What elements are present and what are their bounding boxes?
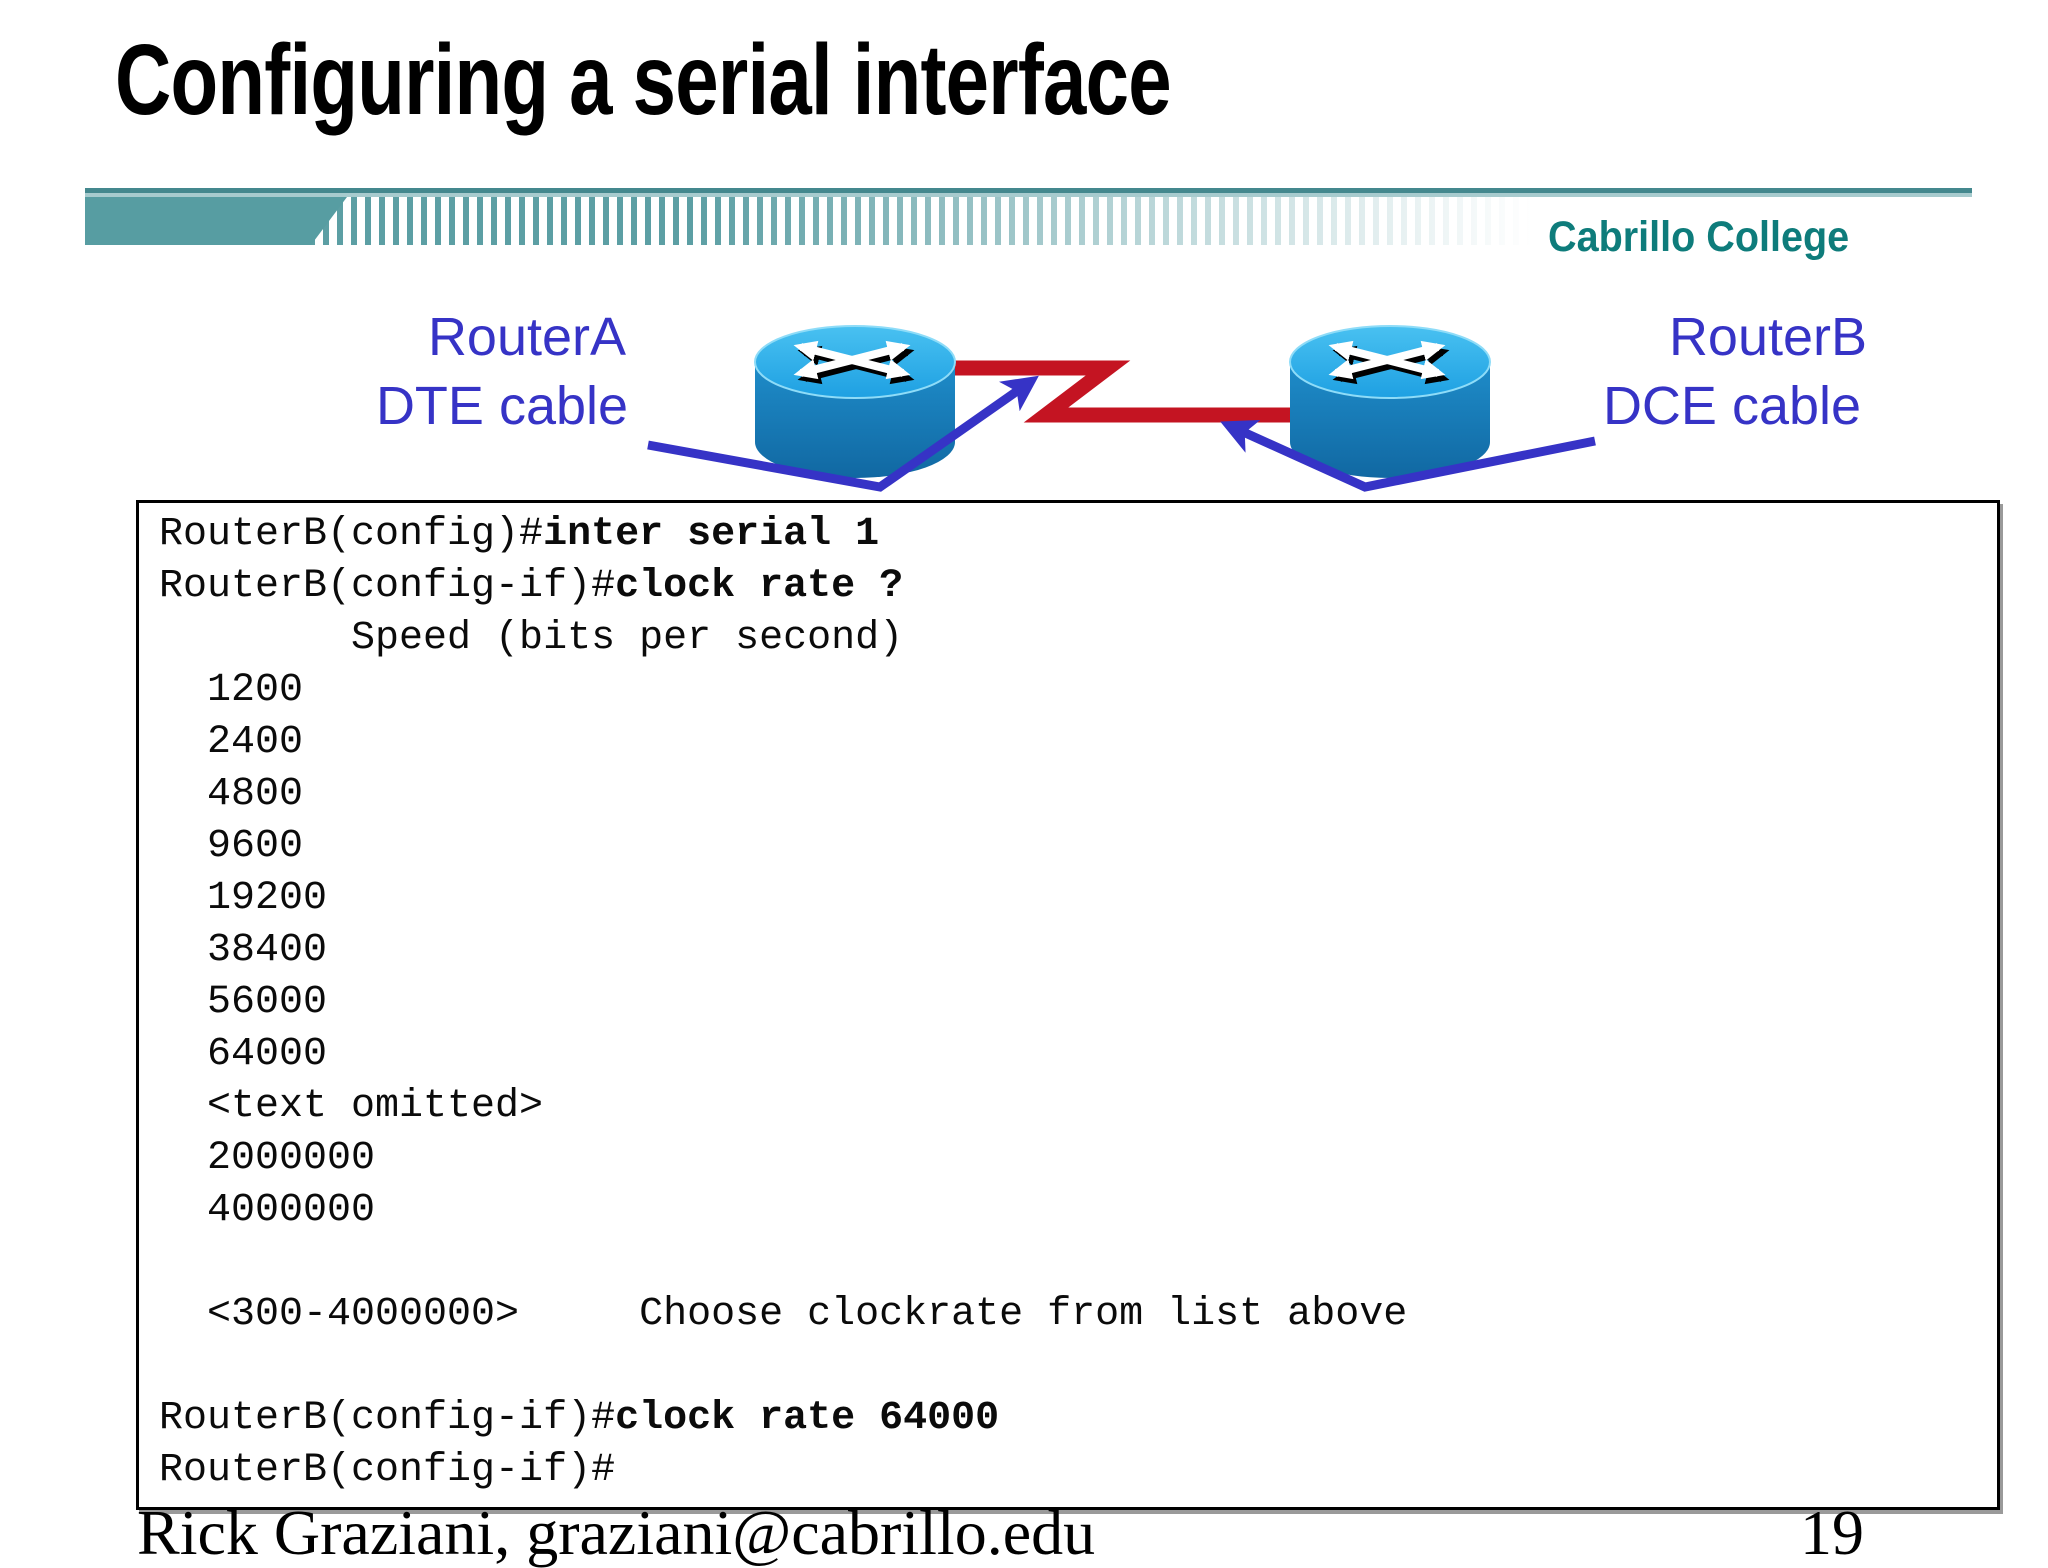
terminal-line: 2400 — [159, 720, 304, 765]
banner-stripes — [85, 197, 1532, 245]
terminal-line: RouterB(config-if)# — [159, 1448, 616, 1493]
org-name: Cabrillo College — [1548, 213, 1850, 261]
terminal-line: Speed (bits per second) — [159, 616, 904, 661]
terminal-output-box: RouterB(config)#inter serial 1 RouterB(co… — [136, 500, 2000, 1510]
banner-rule — [85, 188, 1972, 197]
dce-cable-arrow — [1220, 419, 1596, 492]
network-diagram: RouterA DTE cable RouterB DCE cable — [376, 307, 1867, 492]
router-b-cable-label: DCE cable — [1603, 376, 1861, 436]
terminal-line: 19200 — [159, 876, 328, 921]
terminal-line: RouterB(config-if)#clock rate 64000 — [159, 1396, 1000, 1441]
terminal-line: 38400 — [159, 928, 328, 973]
terminal-line: RouterB(config)#inter serial 1 — [159, 512, 880, 557]
footer-author: Rick Graziani, graziani@cabrillo.edu — [137, 1497, 1096, 1568]
terminal-line: 56000 — [159, 980, 328, 1025]
page-number: 19 — [1800, 1497, 1864, 1568]
terminal-line: 1200 — [159, 668, 304, 713]
router-b-label: RouterB — [1669, 307, 1867, 367]
terminal-line: 4000000 — [159, 1188, 376, 1233]
terminal-line: RouterB(config-if)#clock rate ? — [159, 564, 904, 609]
terminal-line: 4800 — [159, 772, 304, 817]
router-b-icon — [1290, 326, 1490, 478]
banner-fade — [85, 197, 1532, 245]
serial-cable — [952, 360, 1298, 423]
terminal-line — [159, 1237, 1997, 1289]
terminal-line: <300-4000000> Choose clockrate from list… — [159, 1292, 1408, 1337]
dte-cable-arrow — [647, 375, 1039, 492]
terminal-line: <text omitted> — [159, 1084, 544, 1129]
terminal-line: 2000000 — [159, 1136, 376, 1181]
slide: { "slide": { "title": "Configuring a ser… — [85, 24, 2000, 1566]
terminal-line: 64000 — [159, 1032, 328, 1077]
router-a-cable-label: DTE cable — [376, 376, 628, 436]
terminal-line — [159, 1341, 1997, 1393]
terminal-lines: RouterB(config)#inter serial 1 RouterB(co… — [139, 503, 1997, 1497]
router-a-label: RouterA — [428, 307, 626, 367]
terminal-line: 9600 — [159, 824, 304, 869]
slide-title: Configuring a serial interface — [115, 24, 1172, 136]
